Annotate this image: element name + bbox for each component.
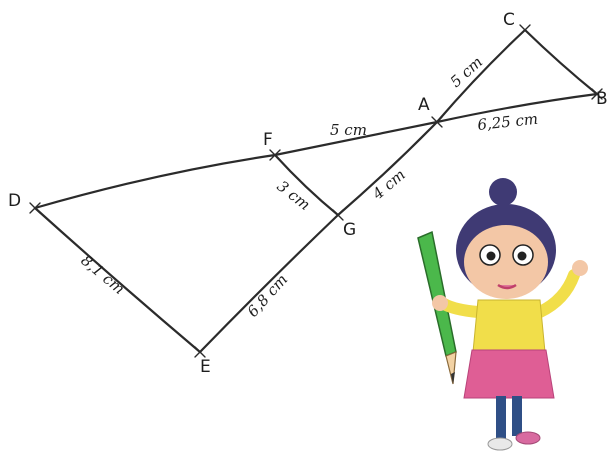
pencil-icon: [417, 230, 457, 385]
point-labels: A B C D E F G: [8, 10, 608, 377]
point-marker-C: [519, 24, 531, 36]
point-label-B: B: [596, 89, 608, 109]
point-marker-G: [332, 209, 344, 221]
segment-DE: [33, 206, 202, 354]
length-label-DE: 8,1 cm: [77, 251, 128, 298]
segment-AC: [435, 28, 527, 124]
segment-AB: [435, 92, 599, 124]
girl-illustration: [417, 178, 588, 451]
point-marker-D: [29, 202, 41, 214]
length-label-FG: 3 cm: [274, 177, 314, 214]
point-marker-F: [269, 149, 281, 161]
point-label-G: G: [343, 220, 356, 240]
point-marker-B: [591, 88, 603, 100]
point-label-A: A: [418, 95, 430, 115]
point-markers: [29, 24, 603, 358]
segment-GE: [198, 213, 340, 354]
segments: [33, 28, 599, 354]
point-label-C: C: [503, 10, 515, 30]
point-label-F: F: [263, 130, 273, 150]
length-label-FA: 5 cm: [330, 121, 367, 139]
point-marker-A: [431, 116, 443, 128]
length-label-AB: 6,25 cm: [477, 110, 539, 134]
point-label-D: D: [8, 191, 21, 211]
segment-DF: [33, 153, 277, 210]
segment-FG: [273, 153, 340, 217]
length-label-GE: 6,8 cm: [244, 271, 292, 321]
segment-FA: [273, 120, 439, 157]
length-label-AC: 5 cm: [447, 53, 486, 91]
length-label-AG: 4 cm: [368, 166, 409, 204]
segment-AG: [336, 120, 439, 217]
segment-CB: [523, 28, 599, 96]
point-marker-E: [194, 346, 206, 358]
point-label-E: E: [200, 357, 211, 377]
